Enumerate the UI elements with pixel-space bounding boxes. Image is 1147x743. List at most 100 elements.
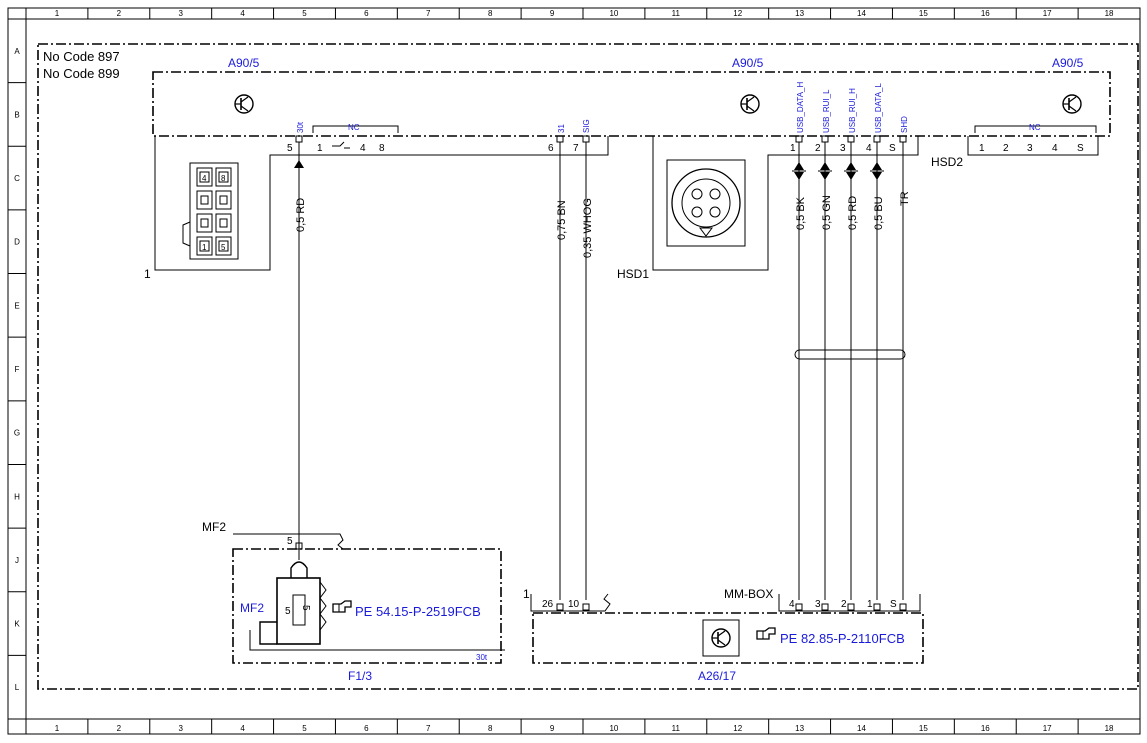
pin-number: 2 bbox=[841, 599, 847, 610]
pin-number: 2 bbox=[1003, 143, 1009, 154]
wire-label: 0,5 BK bbox=[795, 196, 807, 230]
grid-column-label: 16 bbox=[981, 9, 990, 18]
fuse-icon bbox=[249, 561, 505, 651]
transistor-icon bbox=[1062, 94, 1082, 114]
grid-column-label: 16 bbox=[981, 724, 990, 733]
grid-column-label: 8 bbox=[488, 724, 493, 733]
pin-number: 7 bbox=[573, 143, 579, 154]
condition-1: No Code 897 bbox=[43, 49, 120, 64]
a90-module-box bbox=[152, 71, 1111, 137]
grid-column-label: 5 bbox=[302, 724, 307, 733]
hsd1-label: HSD1 bbox=[617, 267, 649, 281]
lower-connector-housing bbox=[530, 593, 611, 612]
grid-column-label: 14 bbox=[857, 724, 866, 733]
svg-text:4: 4 bbox=[202, 174, 207, 183]
pin-number: 4 bbox=[789, 599, 795, 610]
wire-label: 0,75 BN bbox=[556, 200, 568, 240]
nc-bracket-left: NC bbox=[312, 123, 399, 133]
grid-row-label: C bbox=[14, 174, 20, 183]
a90-label-mid: A90/5 bbox=[732, 56, 764, 70]
pin-number: 3 bbox=[1027, 143, 1033, 154]
pin-number: 8 bbox=[379, 143, 385, 154]
pin-number: S bbox=[1077, 143, 1084, 154]
signal-shd: SHD bbox=[900, 116, 909, 133]
grid-column-label: 10 bbox=[609, 724, 618, 733]
grid-column-label: 9 bbox=[550, 9, 555, 18]
grid-row-label: J bbox=[15, 556, 19, 565]
mm-box-label: MM-BOX bbox=[724, 587, 773, 601]
hsd2-label: HSD2 bbox=[931, 155, 963, 169]
frame-border bbox=[7, 7, 1141, 735]
f1-3-fuse-box bbox=[232, 548, 502, 664]
connector-pinout-icon: 4 8 1 5 bbox=[182, 162, 239, 260]
pin-terminals bbox=[556, 603, 907, 611]
wire-lines bbox=[298, 142, 904, 600]
grid-column-label: 3 bbox=[178, 724, 183, 733]
transistor-icon bbox=[740, 94, 760, 114]
grid-column-label: 11 bbox=[672, 9, 681, 18]
signal-usb-rui-l: USB_RUI_L bbox=[822, 89, 831, 133]
mf2-housing bbox=[233, 533, 344, 550]
a26-17-label: A26/17 bbox=[698, 669, 736, 683]
connector-housing-left bbox=[154, 136, 609, 271]
grid-column-label: 18 bbox=[1105, 724, 1114, 733]
grid-column-label: 1 bbox=[55, 9, 60, 18]
grid-column-label: 11 bbox=[672, 724, 681, 733]
wire-label: 0,5 RD bbox=[847, 196, 859, 230]
a90-label-left: A90/5 bbox=[228, 56, 260, 70]
pin-terminals bbox=[295, 135, 907, 143]
wire-label: 0,5 RD bbox=[295, 198, 307, 232]
grid-row-label: K bbox=[14, 620, 20, 629]
grid-column-label: 9 bbox=[550, 724, 555, 733]
grid-row-label: G bbox=[14, 429, 20, 438]
twisted-pair-markers bbox=[792, 162, 884, 180]
grid-column-label: 2 bbox=[117, 724, 122, 733]
pin-number: 3 bbox=[815, 599, 821, 610]
reference-hand-icon bbox=[332, 600, 352, 613]
pin-number: 5 bbox=[285, 606, 291, 617]
grid-column-label: 10 bbox=[609, 9, 618, 18]
pin-number: 5 bbox=[287, 536, 293, 547]
pin-number: S bbox=[889, 143, 896, 154]
signal-31: 31 bbox=[557, 124, 566, 133]
pin-terminal bbox=[295, 542, 303, 550]
signal-30t: 30t bbox=[296, 121, 305, 133]
grid-column-label: 15 bbox=[919, 9, 928, 18]
pin-number: 4 bbox=[360, 143, 366, 154]
pin-number: 1 bbox=[317, 143, 323, 154]
reference-link[interactable]: PE 82.85-P-2110FCB bbox=[780, 631, 905, 646]
pin-number: 3 bbox=[840, 143, 846, 154]
grid-row-label: D bbox=[14, 238, 20, 247]
pin-number: 1 bbox=[979, 143, 985, 154]
grid-row-label: F bbox=[15, 365, 20, 374]
reference-hand-icon bbox=[756, 627, 776, 640]
grid-column-label: 12 bbox=[733, 9, 742, 18]
signal-sig: SIG bbox=[582, 119, 591, 133]
shield-bundle bbox=[794, 349, 906, 360]
connector-label: 1 bbox=[523, 587, 530, 601]
grid-column-label: 14 bbox=[857, 9, 866, 18]
grid-row-label: E bbox=[14, 301, 19, 310]
grid-column-label: 13 bbox=[795, 724, 804, 733]
grid-column-label: 5 bbox=[302, 9, 307, 18]
wire-label: 0,35 WHOG bbox=[582, 198, 594, 258]
wire-label: 0,5 BU bbox=[873, 196, 885, 230]
mm-box-housing bbox=[778, 594, 921, 612]
grid-column-label: 7 bbox=[426, 724, 431, 733]
svg-text:5: 5 bbox=[221, 243, 226, 252]
signal-30t-fuse: 30t bbox=[476, 653, 488, 662]
grid-column-label: 2 bbox=[117, 9, 122, 18]
wire-label: 0,5 GN bbox=[821, 195, 833, 230]
f1-3-label: F1/3 bbox=[348, 669, 372, 683]
pin-number: 1 bbox=[790, 143, 796, 154]
grid-row-label: L bbox=[15, 683, 20, 692]
grid-column-label: 12 bbox=[733, 724, 742, 733]
grid-column-label: 4 bbox=[240, 724, 245, 733]
grid-column-label: 18 bbox=[1105, 9, 1114, 18]
pin-number: 4 bbox=[1052, 143, 1058, 154]
svg-text:NC: NC bbox=[1029, 123, 1041, 132]
reference-link[interactable]: PE 54.15-P-2519FCB bbox=[355, 604, 481, 619]
nc-bracket-right: NC bbox=[974, 123, 1097, 133]
condition-2: No Code 899 bbox=[43, 66, 120, 81]
